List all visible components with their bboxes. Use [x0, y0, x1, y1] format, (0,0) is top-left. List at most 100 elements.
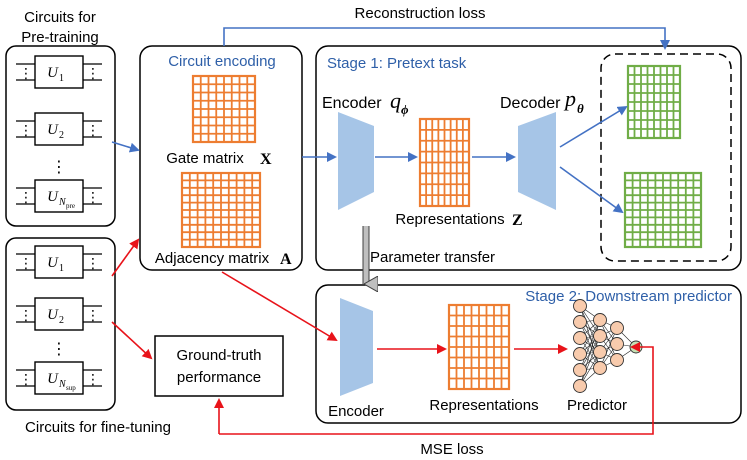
unitary-gate	[34, 55, 84, 89]
adjacency-matrix-grid	[180, 171, 262, 249]
network-node	[573, 363, 587, 377]
network-node	[610, 337, 624, 351]
finetuning-title: Circuits for fine-tuning	[25, 419, 171, 436]
q-subscript: ϕ	[401, 102, 409, 117]
network-edge	[599, 327, 618, 369]
wire-ellipsis: ⋮	[86, 308, 100, 324]
wire-ellipsis: ⋮	[19, 256, 33, 272]
unitary-subscript: N	[58, 197, 67, 208]
circuit-encoding-box	[139, 45, 303, 271]
stage1-title: Stage 1: Pretext task	[327, 55, 467, 72]
unitary-gate	[34, 245, 84, 279]
network-node	[573, 331, 587, 345]
encoding-to-stage2-encoder-arrow	[221, 271, 338, 342]
unitary-gate	[34, 112, 84, 146]
ground-truth-line2: performance	[177, 369, 261, 386]
predictor-network	[573, 299, 643, 393]
network-edge	[579, 335, 601, 387]
decoder-to-adjacency-output-arrow	[559, 166, 624, 214]
wire-ellipsis: ⋮	[86, 123, 100, 139]
network-node	[593, 329, 607, 343]
representations-z-label: Representations	[395, 211, 504, 228]
stage2-encoder-shape	[340, 298, 373, 396]
unitary-gate	[34, 297, 84, 331]
p-symbol: p	[563, 86, 576, 111]
network-node	[610, 321, 624, 335]
stage1-box	[315, 45, 742, 271]
wire-ellipsis: ⋮	[86, 256, 100, 272]
unitary-subscript: N	[58, 379, 67, 390]
network-node	[573, 299, 587, 313]
stage2-box	[315, 284, 742, 424]
wire-ellipsis: ⋮	[86, 372, 100, 388]
wire-ellipsis: ⋮	[19, 190, 33, 206]
wire-ellipsis: ⋮	[19, 123, 33, 139]
ground-truth-line1: Ground-truth	[176, 347, 261, 364]
unitary-label: U	[47, 122, 59, 138]
decoder-p-label: Decoder	[500, 95, 561, 112]
gate-matrix-grid	[191, 74, 257, 144]
network-node	[593, 345, 607, 359]
gate-matrix-label: Gate matrix	[166, 150, 244, 167]
pretraining-to-encoding-arrow	[111, 141, 140, 153]
gate-matrix-symbol: X	[260, 151, 272, 168]
wire-ellipsis: ⋮	[86, 190, 100, 206]
network-node	[593, 313, 607, 327]
network-edge	[579, 319, 601, 371]
representations-z-symbol: Z	[512, 212, 523, 229]
reconstruction-loss-arrow	[223, 27, 670, 50]
circuit-encoding-title: Circuit encoding	[168, 53, 276, 70]
adjacency-matrix-label: Adjacency matrix	[155, 250, 270, 267]
unitary-gate	[34, 179, 84, 213]
decoder-to-gate-output-arrow	[559, 105, 628, 148]
pretraining-title-line1: Circuits for	[24, 9, 96, 26]
unitary-subsubscript: pre	[66, 202, 75, 210]
mse-loss-label: MSE loss	[420, 441, 483, 458]
p-subscript: θ	[577, 101, 584, 116]
network-node	[610, 353, 624, 367]
unitary-subscript: 1	[59, 263, 64, 274]
unitary-label: U	[47, 65, 59, 81]
stage2-encoder-label: Encoder	[328, 403, 384, 420]
unitary-subscript: 2	[59, 315, 64, 326]
network-node	[593, 361, 607, 375]
stage1-encoder-shape	[338, 112, 374, 210]
reconstruction-loss-label: Reconstruction loss	[355, 5, 486, 22]
unitary-subscript: 1	[59, 73, 64, 84]
wire-ellipsis: ⋮	[19, 308, 33, 324]
network-node	[573, 379, 587, 393]
reconstructed-gate-grid	[626, 64, 682, 140]
unitary-subscript: 2	[59, 130, 64, 141]
wire-ellipsis: ⋮	[86, 66, 100, 82]
circuit-ellipsis: ⋮	[51, 339, 67, 358]
pretraining-title-line2: Pre-training	[21, 29, 99, 46]
mse-loss-loop-arrow	[219, 342, 654, 435]
finetuning-to-encoding-arrow	[111, 238, 140, 277]
unitary-label: U	[47, 307, 59, 323]
pretraining-circuits-box	[5, 45, 116, 227]
stage2-title: Stage 2: Downstream predictor	[525, 288, 732, 305]
encoder-q-label: Encoder	[322, 95, 382, 112]
reconstructed-adjacency-grid	[623, 171, 703, 249]
stage2-representations-label: Representations	[429, 397, 538, 414]
ground-truth-box	[154, 335, 284, 397]
q-symbol: q	[390, 88, 401, 113]
representation-grid	[447, 303, 511, 391]
wire-ellipsis: ⋮	[19, 66, 33, 82]
adjacency-matrix-symbol: A	[280, 251, 292, 268]
unitary-label: U	[47, 255, 59, 271]
predictor-label: Predictor	[567, 397, 627, 414]
circuit-ellipsis: ⋮	[51, 157, 67, 176]
representation-z-grid	[418, 117, 471, 208]
wire-ellipsis: ⋮	[19, 372, 33, 388]
reconstruction-output-box	[600, 53, 732, 262]
